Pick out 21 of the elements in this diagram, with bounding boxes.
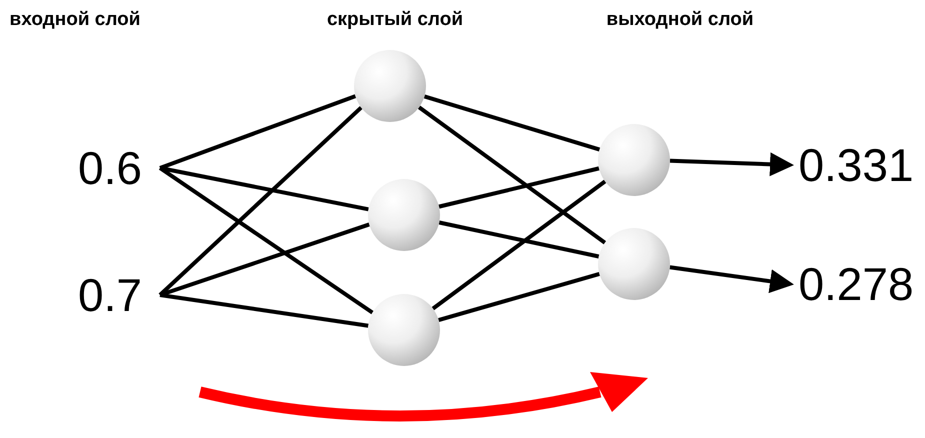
layer-title: входной слой xyxy=(8,8,142,32)
connection-line xyxy=(438,220,600,258)
value-text: 0.7 xyxy=(78,272,142,318)
connection-line xyxy=(160,166,369,212)
connection-line xyxy=(158,166,374,314)
connection-line xyxy=(160,293,369,328)
connection-line xyxy=(158,106,363,296)
connection-line xyxy=(159,94,356,170)
arrow xyxy=(670,152,794,176)
value-text: 0.278 xyxy=(798,261,914,307)
connection-line xyxy=(418,106,606,244)
connection-line xyxy=(424,94,600,152)
connection-line xyxy=(438,166,600,209)
connection-line xyxy=(438,272,600,322)
layer-title: выходной слой xyxy=(605,8,755,32)
connection-line xyxy=(432,180,606,310)
arrow xyxy=(670,265,794,294)
connection-line xyxy=(159,222,370,297)
value-text: 0.331 xyxy=(798,142,914,188)
layer-title: скрытый слой xyxy=(326,8,464,32)
value-text: 0.6 xyxy=(78,145,142,191)
